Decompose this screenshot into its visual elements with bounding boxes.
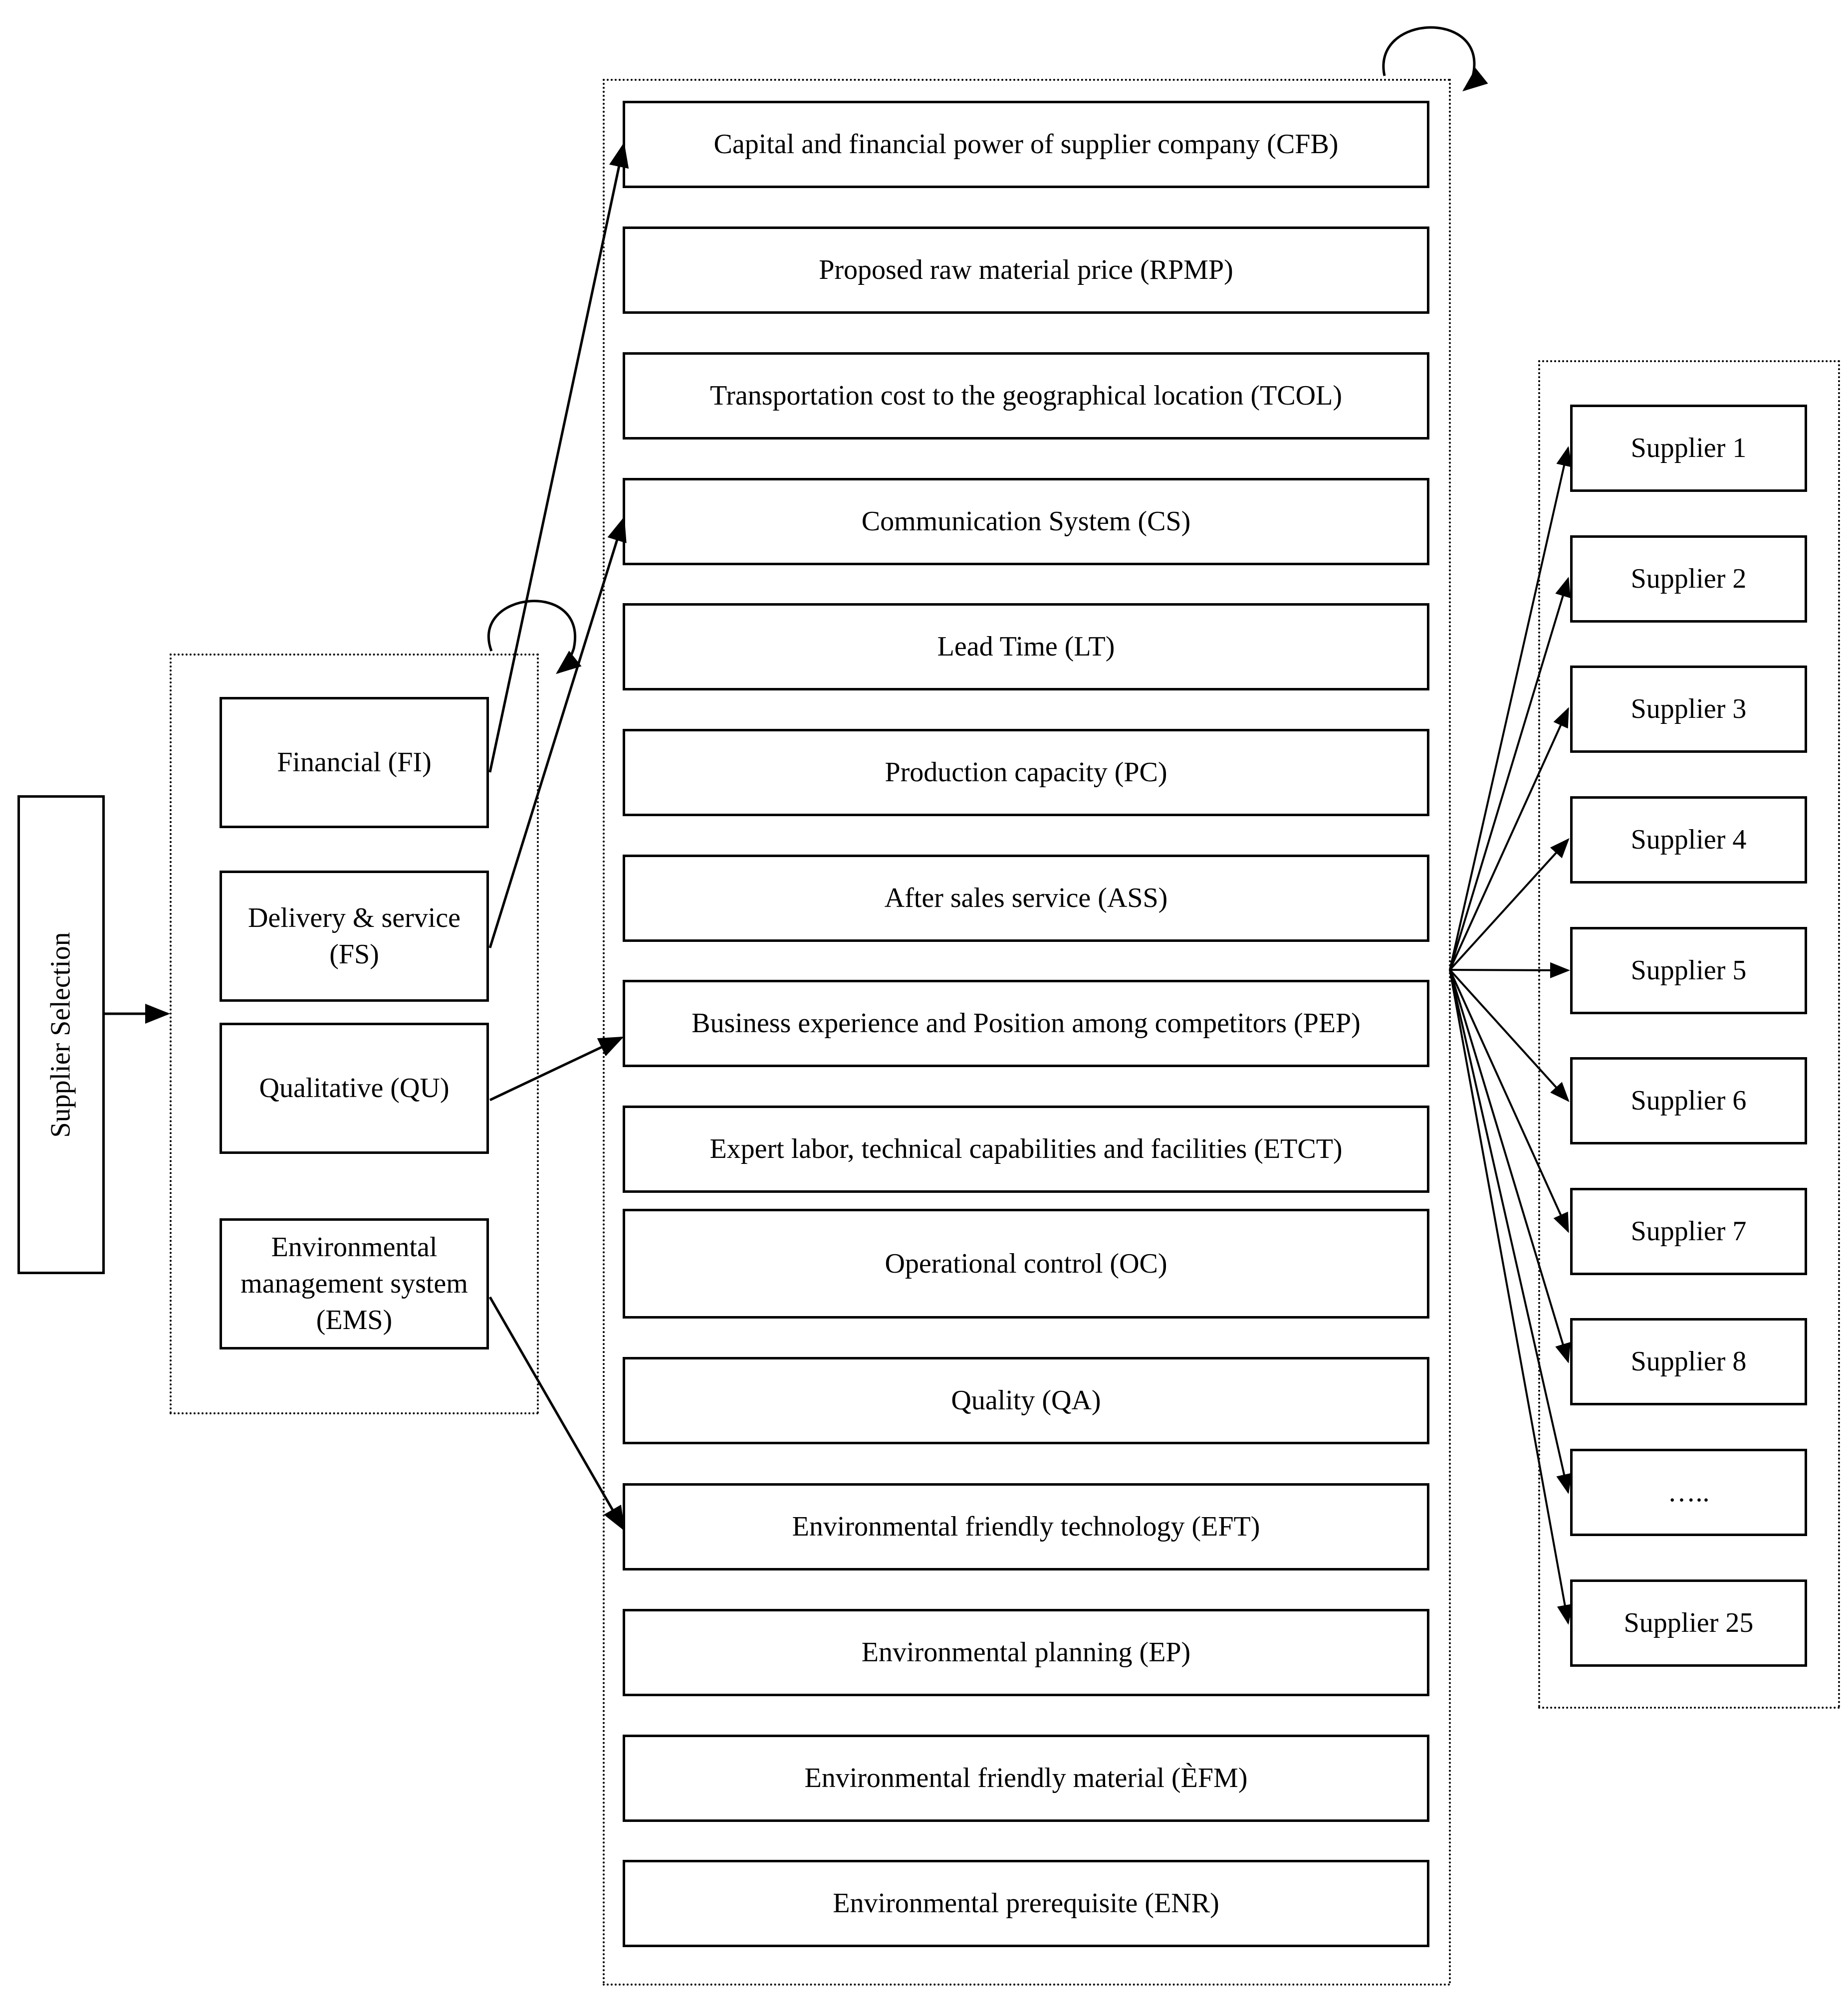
subcriterion-oc: Operational control (OC): [623, 1209, 1429, 1319]
alternative-label: Supplier 5: [1630, 955, 1747, 986]
criterion-fs: Delivery & service (FS): [220, 871, 489, 1002]
subcriterion-efm: Environmental friendly material (ÈFM): [623, 1735, 1429, 1822]
subcriterion-ep: Environmental planning (EP): [623, 1609, 1429, 1696]
alternative-supplier-3: Supplier 3: [1570, 666, 1807, 753]
criterion-qu: Qualitative (QU): [220, 1023, 489, 1154]
subcriterion-lt: Lead Time (LT): [623, 603, 1429, 690]
criteria-group: [170, 654, 539, 1414]
root-supplier-selection: Supplier Selection: [17, 795, 105, 1274]
subcriterion-qa-label: Quality (QA): [951, 1385, 1101, 1416]
subcriterion-tcol: Transportation cost to the geographical …: [623, 352, 1429, 440]
subcriterion-cs: Communication System (CS): [623, 478, 1429, 565]
alternative-supplier-8: Supplier 8: [1570, 1318, 1807, 1405]
alternative-label: Supplier 7: [1630, 1216, 1747, 1247]
subcriterion-etct: Expert labor, technical capabilities and…: [623, 1106, 1429, 1193]
subcriterion-qa: Quality (QA): [623, 1357, 1429, 1444]
criterion-qu-label: Qualitative (QU): [259, 1073, 450, 1104]
subcriterion-enr: Environmental prerequisite (ENR): [623, 1860, 1429, 1947]
alternative-supplier-2: Supplier 2: [1570, 535, 1807, 623]
subcriterion-eft-label: Environmental friendly technology (EFT): [792, 1511, 1260, 1543]
alternative-label: Supplier 6: [1630, 1085, 1747, 1117]
alternative-supplier-4: Supplier 4: [1570, 796, 1807, 884]
alternative-supplier-7: Supplier 7: [1570, 1188, 1807, 1275]
alternative-label: …..: [1667, 1477, 1710, 1508]
subcriterion-etct-label: Expert labor, technical capabilities and…: [709, 1133, 1343, 1165]
root-label: Supplier Selection: [45, 931, 77, 1138]
alternative-label: Supplier 3: [1630, 693, 1747, 725]
alternative-supplier-25: Supplier 25: [1570, 1579, 1807, 1667]
subcriterion-enr-label: Environmental prerequisite (ENR): [833, 1888, 1219, 1919]
alternative-supplier-5: Supplier 5: [1570, 927, 1807, 1014]
alternative-label: Supplier 1: [1630, 433, 1747, 464]
alternative-label: Supplier 2: [1630, 563, 1747, 595]
subcriterion-rpmp-label: Proposed raw material price (RPMP): [819, 254, 1233, 286]
subcriterion-cfb: Capital and financial power of supplier …: [623, 101, 1429, 188]
subcriterion-ass: After sales service (ASS): [623, 855, 1429, 942]
subcriterion-lt-label: Lead Time (LT): [937, 631, 1115, 663]
alternative-supplier-6: Supplier 6: [1570, 1057, 1807, 1144]
subcriterion-cfb-label: Capital and financial power of supplier …: [713, 129, 1339, 160]
subcriterion-cs-label: Communication System (CS): [861, 506, 1191, 537]
alternative-label: Supplier 8: [1630, 1346, 1747, 1377]
subcriterion-efm-label: Environmental friendly material (ÈFM): [804, 1763, 1248, 1794]
subcriterion-rpmp: Proposed raw material price (RPMP): [623, 226, 1429, 314]
criterion-fi-label: Financial (FI): [277, 747, 432, 778]
criterion-fi: Financial (FI): [220, 697, 489, 828]
alternative-ellipsis: …..: [1570, 1449, 1807, 1536]
subcriterion-tcol-label: Transportation cost to the geographical …: [710, 380, 1342, 412]
alternative-label: Supplier 25: [1623, 1607, 1754, 1639]
alternative-label: Supplier 4: [1630, 824, 1747, 856]
subcriterion-eft: Environmental friendly technology (EFT): [623, 1483, 1429, 1570]
criterion-ems-label: Environmental management system (EMS): [240, 1232, 468, 1336]
subcriterion-pep: Business experience and Position among c…: [623, 980, 1429, 1067]
subcriterion-pc: Production capacity (PC): [623, 729, 1429, 816]
alternative-supplier-1: Supplier 1: [1570, 405, 1807, 492]
subcriterion-pc-label: Production capacity (PC): [885, 757, 1167, 788]
subcriterion-ass-label: After sales service (ASS): [884, 883, 1168, 914]
subcriterion-oc-label: Operational control (OC): [885, 1248, 1167, 1279]
criterion-ems: Environmental management system (EMS): [220, 1218, 489, 1349]
subcriterion-pep-label: Business experience and Position among c…: [692, 1008, 1361, 1039]
criterion-fs-label: Delivery & service (FS): [247, 902, 461, 970]
subcriterion-ep-label: Environmental planning (EP): [861, 1637, 1191, 1668]
